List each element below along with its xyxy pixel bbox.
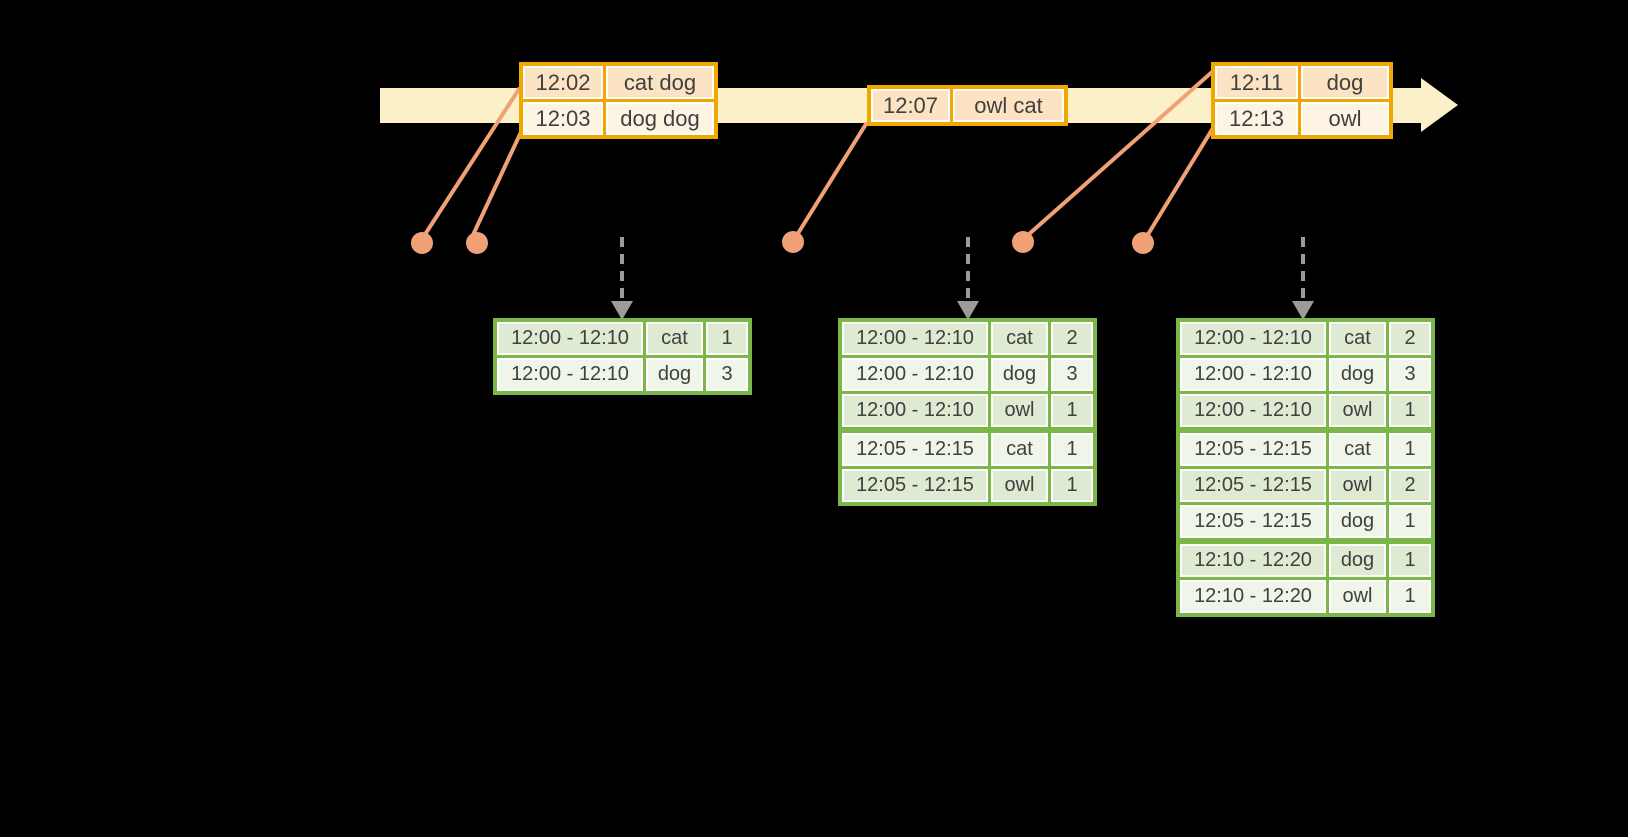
result-word-cell: dog: [1329, 505, 1386, 538]
event-words-cell: dog: [1301, 66, 1389, 99]
result-window-cell: 12:00 - 12:10: [842, 322, 988, 355]
event-marker-dot: [411, 232, 433, 254]
result-word-cell: owl: [991, 394, 1048, 427]
result-word-cell: cat: [1329, 433, 1386, 466]
result-count-cell: 3: [706, 358, 748, 391]
result-count-cell: 1: [1051, 394, 1093, 427]
event-table-3: 12:11 dog 12:13 owl: [1211, 62, 1393, 139]
event-connector-line: [795, 122, 868, 237]
result-word-cell: cat: [991, 433, 1048, 466]
result-window-cell: 12:00 - 12:10: [842, 394, 988, 427]
result-table-1: 12:00 - 12:10 cat 1 12:00 - 12:10 dog 3: [493, 318, 752, 395]
result-count-cell: 3: [1389, 358, 1431, 391]
result-window-cell: 12:10 - 12:20: [1180, 580, 1326, 613]
result-table-2: 12:00 - 12:10 cat 2 12:00 - 12:10 dog 3 …: [838, 318, 1097, 506]
result-window-cell: 12:00 - 12:10: [1180, 358, 1326, 391]
result-window-group: 12:05 - 12:15 cat 1 12:05 - 12:15 owl 2 …: [1180, 433, 1431, 538]
result-count-cell: 1: [1389, 433, 1431, 466]
event-time-cell: 12:13: [1215, 102, 1298, 135]
event-connector-line: [422, 87, 521, 238]
result-window-cell: 12:00 - 12:10: [1180, 322, 1326, 355]
trigger-arrowhead-icon: [611, 301, 633, 320]
result-window-cell: 12:00 - 12:10: [497, 322, 643, 355]
event-connector-line: [1145, 126, 1215, 238]
event-connector-line: [1026, 70, 1214, 237]
event-marker-dot: [466, 232, 488, 254]
trigger-arrowhead-icon: [957, 301, 979, 320]
result-window-cell: 12:05 - 12:15: [1180, 433, 1326, 466]
timeline-arrowhead-icon: [1421, 78, 1458, 132]
event-marker-dot: [782, 231, 804, 253]
event-words-cell: dog dog: [606, 102, 714, 135]
result-window-cell: 12:05 - 12:15: [842, 469, 988, 502]
event-marker-dot: [1012, 231, 1034, 253]
result-window-cell: 12:05 - 12:15: [1180, 469, 1326, 502]
result-count-cell: 3: [1051, 358, 1093, 391]
result-count-cell: 1: [1051, 469, 1093, 502]
result-window-cell: 12:00 - 12:10: [1180, 394, 1326, 427]
result-window-group: 12:00 - 12:10 cat 1 12:00 - 12:10 dog 3: [497, 322, 748, 391]
result-count-cell: 1: [1389, 394, 1431, 427]
result-window-cell: 12:10 - 12:20: [1180, 544, 1326, 577]
trigger-arrowhead-icon: [1292, 301, 1314, 320]
result-window-group: 12:10 - 12:20 dog 1 12:10 - 12:20 owl 1: [1180, 544, 1431, 613]
event-time-cell: 12:07: [871, 89, 950, 122]
result-count-cell: 1: [706, 322, 748, 355]
result-word-cell: owl: [1329, 469, 1386, 502]
event-time-cell: 12:03: [523, 102, 603, 135]
result-window-cell: 12:00 - 12:10: [497, 358, 643, 391]
event-words-cell: owl: [1301, 102, 1389, 135]
result-count-cell: 2: [1389, 469, 1431, 502]
result-count-cell: 1: [1051, 433, 1093, 466]
result-word-cell: owl: [1329, 580, 1386, 613]
event-time-cell: 12:11: [1215, 66, 1298, 99]
event-marker-dot: [1132, 232, 1154, 254]
result-word-cell: dog: [1329, 544, 1386, 577]
result-word-cell: cat: [1329, 322, 1386, 355]
result-window-cell: 12:00 - 12:10: [842, 358, 988, 391]
result-window-group: 12:05 - 12:15 cat 1 12:05 - 12:15 owl 1: [842, 433, 1093, 502]
result-word-cell: owl: [1329, 394, 1386, 427]
result-count-cell: 2: [1051, 322, 1093, 355]
result-count-cell: 1: [1389, 544, 1431, 577]
result-window-group: 12:00 - 12:10 cat 2 12:00 - 12:10 dog 3 …: [1180, 322, 1431, 427]
event-time-cell: 12:02: [523, 66, 603, 99]
event-table-2: 12:07 owl cat: [867, 85, 1068, 126]
result-count-cell: 1: [1389, 580, 1431, 613]
result-count-cell: 1: [1389, 505, 1431, 538]
result-word-cell: dog: [1329, 358, 1386, 391]
event-words-cell: cat dog: [606, 66, 714, 99]
result-count-cell: 2: [1389, 322, 1431, 355]
result-word-cell: dog: [646, 358, 703, 391]
result-window-group: 12:00 - 12:10 cat 2 12:00 - 12:10 dog 3 …: [842, 322, 1093, 427]
result-word-cell: dog: [991, 358, 1048, 391]
result-word-cell: cat: [646, 322, 703, 355]
event-table-1: 12:02 cat dog 12:03 dog dog: [519, 62, 718, 139]
event-connector-line: [471, 130, 523, 237]
result-window-cell: 12:05 - 12:15: [842, 433, 988, 466]
result-window-cell: 12:05 - 12:15: [1180, 505, 1326, 538]
result-table-3: 12:00 - 12:10 cat 2 12:00 - 12:10 dog 3 …: [1176, 318, 1435, 617]
result-word-cell: owl: [991, 469, 1048, 502]
event-words-cell: owl cat: [953, 89, 1064, 122]
result-word-cell: cat: [991, 322, 1048, 355]
